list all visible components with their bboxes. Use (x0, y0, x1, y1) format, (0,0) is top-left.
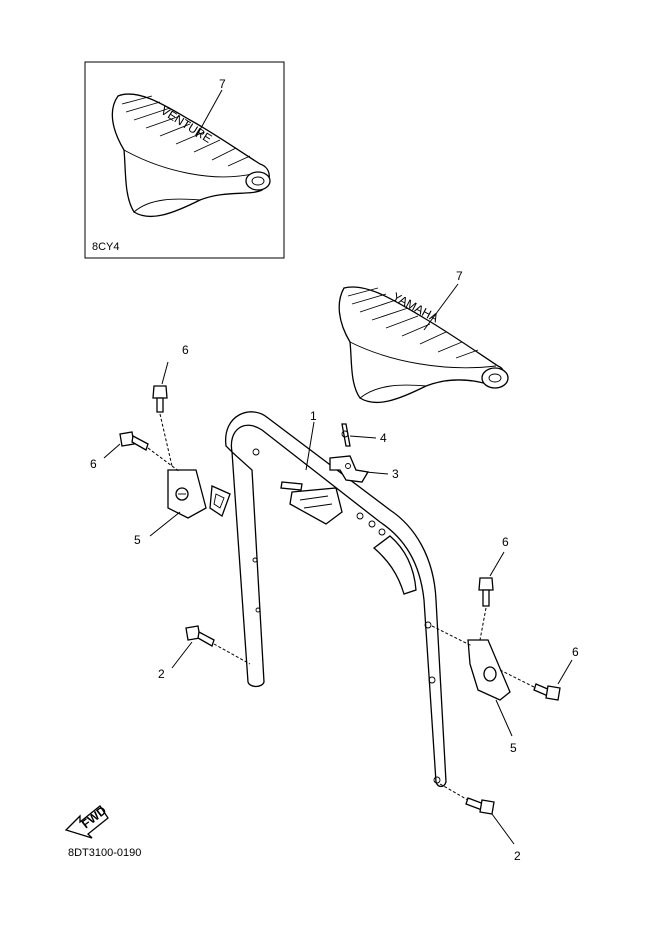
handlepole-frame (225, 411, 447, 788)
inset-code-label: 8CY4 (92, 241, 120, 253)
drawing-number: 8DT3100-0190 (68, 847, 141, 859)
callout-2b: 2 (514, 849, 521, 863)
pin (341, 423, 351, 447)
leader-6d (557, 659, 573, 685)
callout-3: 3 (392, 467, 399, 481)
bolt-6b (119, 431, 181, 473)
inset-frame (84, 61, 285, 259)
leader-6a (161, 361, 169, 385)
callout-6d: 6 (572, 645, 579, 659)
leader-5a (149, 511, 181, 537)
callout-7: 7 (456, 269, 463, 283)
fwd-arrow-icon: FWD (64, 803, 109, 839)
inset-seat-pad: VENTURE (111, 93, 271, 218)
bolt-2b (439, 783, 495, 815)
stud-bolt (280, 481, 303, 491)
callout-4: 4 (380, 431, 387, 445)
leader-5b (495, 699, 513, 737)
inset-callout-7: 7 (219, 77, 226, 91)
leader-2b (491, 813, 515, 845)
bolt-6d (499, 669, 561, 701)
bolt-2a (185, 625, 251, 665)
leader-1 (305, 421, 315, 471)
callout-2a: 2 (158, 667, 165, 681)
inset-leader-7 (195, 89, 223, 138)
bracket-right (431, 625, 511, 701)
leader-4 (349, 435, 377, 439)
bolt-6c (478, 577, 494, 641)
leader-2a (171, 641, 193, 669)
callout-5b: 5 (510, 741, 517, 755)
bolt-6a (152, 385, 173, 467)
clip (329, 455, 370, 483)
leader-6c (489, 551, 505, 577)
inset-box: VENTURE 7 8CY4 (84, 61, 285, 259)
leader-3 (365, 471, 389, 475)
callout-6a: 6 (182, 343, 189, 357)
callout-6c: 6 (502, 535, 509, 549)
bracket-left (167, 469, 231, 519)
leader-6b (103, 443, 121, 459)
callout-1: 1 (310, 409, 317, 423)
seat-pad: YAMAHA (338, 286, 509, 404)
callout-5a: 5 (134, 533, 141, 547)
callout-6b: 6 (90, 457, 97, 471)
leader-7 (423, 283, 459, 331)
